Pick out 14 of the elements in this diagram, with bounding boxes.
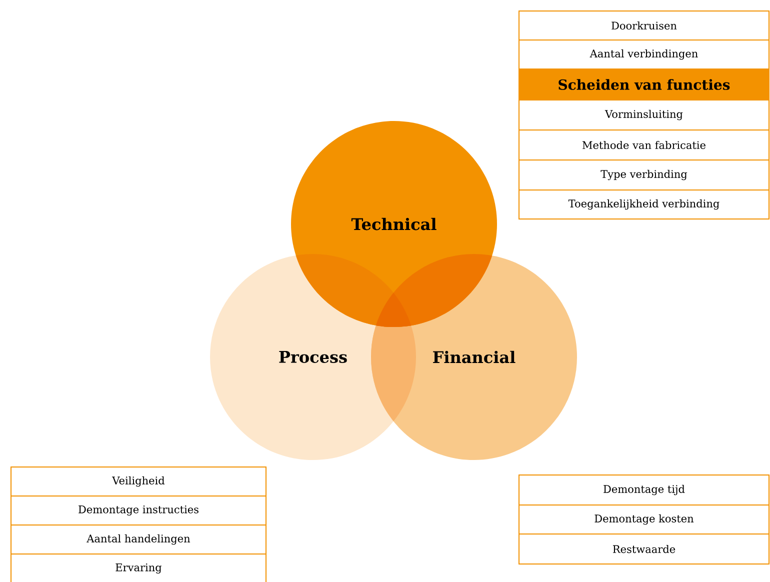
table-cell: Demontage instructies — [10, 496, 266, 526]
table-cell: Type verbinding — [518, 160, 770, 190]
table-cell: Aantal verbindingen — [518, 40, 770, 70]
table-cell: Vorminsluiting — [518, 100, 770, 130]
table-cell: Aantal handelingen — [10, 524, 266, 554]
table-cell: Methode van fabricatie — [518, 130, 770, 160]
table-cell: Demontage kosten — [518, 504, 770, 534]
table-cell: Toegankelijkheid verbinding — [518, 190, 770, 220]
table-cell: Doorkruisen — [518, 10, 770, 40]
table-cell: Veiligheid — [10, 466, 266, 496]
highlighted-table-cell: Scheiden van functies — [518, 68, 770, 100]
table-cell: Demontage tijd — [518, 474, 770, 506]
table-cell: Ervaring — [10, 554, 266, 582]
table-cell: Restwaarde — [518, 534, 770, 564]
